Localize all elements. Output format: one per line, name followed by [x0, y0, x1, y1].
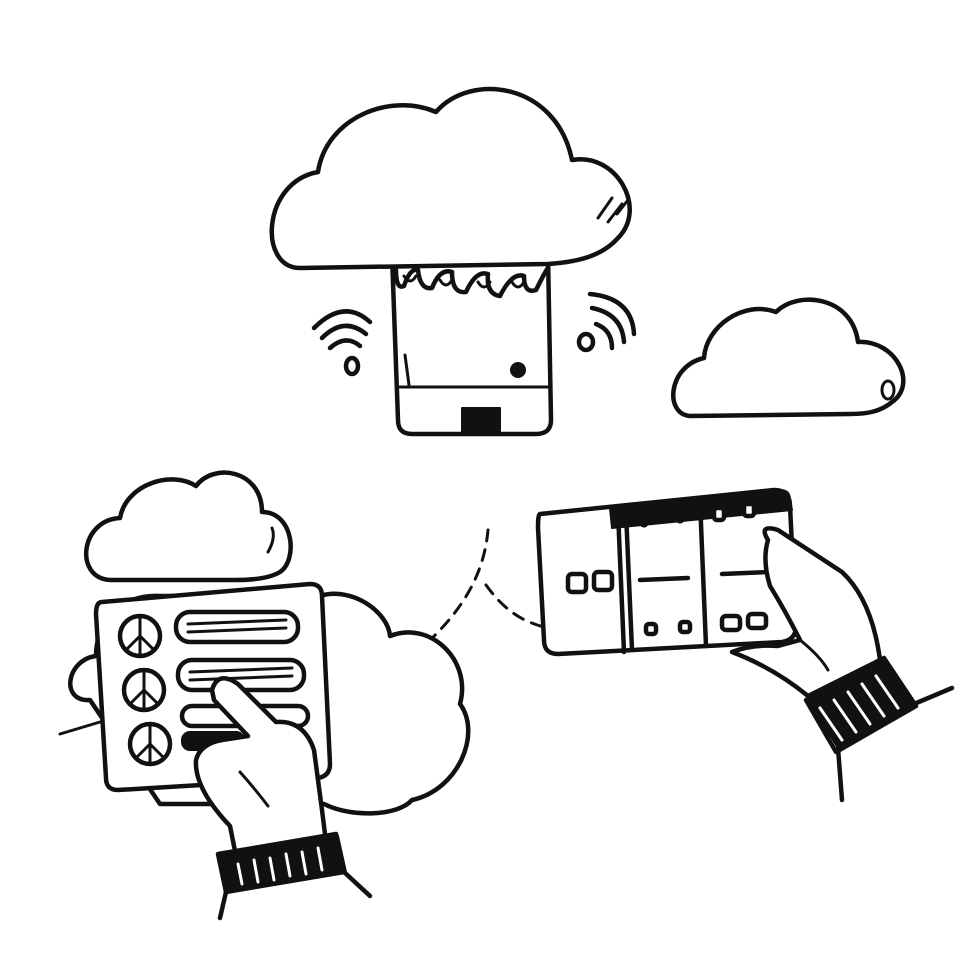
smartphone-icon — [389, 252, 554, 437]
wifi-signal-icon-right — [576, 291, 637, 353]
hand-icon-right — [729, 526, 955, 803]
cloud-icon-right — [671, 297, 906, 419]
hand-icon-left — [193, 676, 373, 921]
cloud-icon-left-small — [84, 470, 293, 583]
wifi-signal-icon-left — [311, 309, 373, 377]
cloud-icon-top — [269, 86, 632, 299]
pie-chart-icon — [127, 721, 173, 767]
pie-chart-icon — [117, 613, 163, 659]
pie-chart-icon — [121, 667, 167, 713]
dashed-connection-line — [426, 528, 550, 644]
server-rack-icon — [535, 487, 799, 657]
